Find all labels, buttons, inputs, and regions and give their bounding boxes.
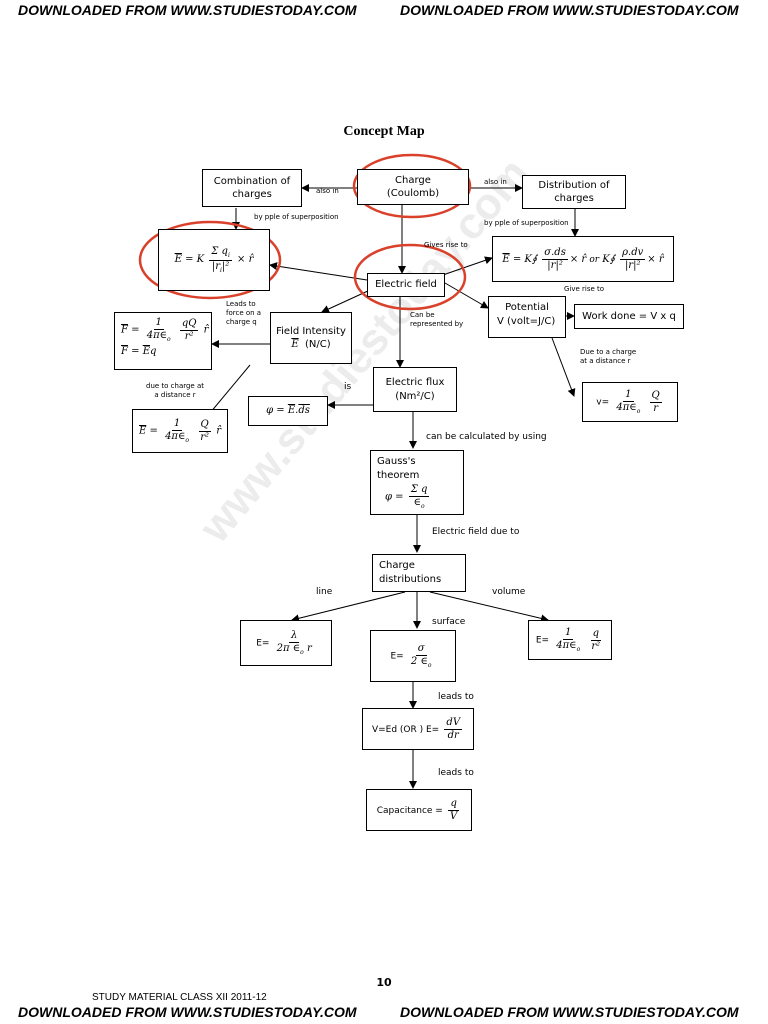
line-field-prefix: E= bbox=[256, 638, 270, 649]
edge-label-volume: volume bbox=[492, 587, 526, 597]
node-field-intensity-label: Field Intensity bbox=[276, 325, 346, 337]
edge-field-to-integral bbox=[439, 256, 493, 277]
edge-label-leads-to-1: leads to bbox=[438, 692, 474, 702]
node-electric-flux-unit: (Nm²/C) bbox=[395, 390, 435, 402]
node-gauss-theorem: Gauss's theorem φ = Σ q∈o bbox=[370, 450, 464, 515]
node-phi-formula: φ = E.ds bbox=[248, 396, 328, 426]
surface-field-prefix: E= bbox=[390, 651, 404, 662]
node-potential-label: Potential bbox=[505, 302, 549, 313]
superposition-formula: E = K Σ qi|ri|² × r̂ bbox=[174, 246, 254, 274]
node-work-done: Work done = V x q bbox=[574, 304, 684, 329]
node-electric-field-label: Electric field bbox=[375, 279, 437, 291]
edge-label-leads-to-force: Leads to force on a charge q bbox=[226, 300, 262, 326]
header-right-text: DOWNLOADED FROM WWW.STUDIESTODAY.COM bbox=[400, 2, 739, 18]
node-charge-unit: (Coulomb) bbox=[386, 188, 440, 199]
highlight-ellipse-electric-field bbox=[353, 243, 467, 311]
edge-label-due-to-charge-right: Due to a charge at a distance r bbox=[580, 348, 637, 365]
capacitance-prefix: Capacitance = bbox=[376, 805, 443, 816]
edge-potential-v bbox=[551, 337, 576, 397]
header-left-text: DOWNLOADED FROM WWW.STUDIESTODAY.COM bbox=[18, 2, 357, 18]
page-title: Concept Map bbox=[343, 124, 425, 139]
edge-label-is: is bbox=[344, 382, 352, 392]
edge-field-potential bbox=[444, 282, 489, 309]
edge-label-also-in-right: also in bbox=[484, 178, 507, 186]
phi-formula: φ = E.ds bbox=[266, 405, 310, 417]
node-distribution-of-charges: Distribution of charges bbox=[522, 175, 626, 209]
edge-label-electric-field-due-to: Electric field due to bbox=[432, 527, 520, 537]
node-combination-label: Combination of charges bbox=[213, 175, 291, 201]
force-eq-formula: F = Eq bbox=[121, 346, 157, 358]
node-work-done-label: Work done = V x q bbox=[582, 310, 676, 322]
node-distribution-integral: E = K∮ σ.ds|r|²× r̂ or K∮ ρ.dv|r|²× r̂ bbox=[492, 236, 674, 282]
edge-distributions-line bbox=[291, 591, 406, 623]
volume-field-prefix: E= bbox=[535, 635, 550, 646]
potential-formula-prefix: v= bbox=[596, 397, 610, 408]
node-electric-field: Electric field bbox=[367, 273, 445, 297]
v-ed-prefix: V=Ed (OR ) E= bbox=[371, 724, 440, 735]
page-number: 10 bbox=[376, 976, 392, 989]
distribution-integral-formula: E = K∮ σ.ds|r|²× r̂ or K∮ ρ.dv|r|²× r̂ bbox=[502, 246, 664, 271]
node-field-intensity: Field Intensity E (N/C) bbox=[270, 312, 352, 364]
node-charge-distributions-label: Charge distributions bbox=[379, 560, 442, 585]
edge-field-to-superposition bbox=[269, 262, 368, 281]
edge-label-can-be-calculated: can be calculated by using bbox=[426, 432, 547, 442]
edge-label-leads-to-2: leads to bbox=[438, 768, 474, 778]
highlight-ellipse-superposition bbox=[138, 220, 282, 300]
edge-label-can-be-represented: Can be represented by bbox=[410, 311, 464, 328]
node-charge-label: Charge bbox=[395, 174, 431, 186]
study-material-label: STUDY MATERIAL CLASS XII 2011-12 bbox=[92, 992, 267, 1003]
node-potential: Potential V (volt=J/C) bbox=[488, 296, 566, 338]
edge-label-line: line bbox=[316, 587, 333, 597]
edge-label-gives-rise-to: Gives rise to bbox=[424, 241, 468, 249]
node-charge-distributions: Charge distributions bbox=[372, 554, 466, 592]
node-charge: Charge (Coulomb) bbox=[357, 169, 469, 205]
highlight-ellipse-charge bbox=[352, 153, 472, 219]
footer-left-text: DOWNLOADED FROM WWW.STUDIESTODAY.COM bbox=[18, 1004, 357, 1020]
node-electric-flux: Electric flux (Nm²/C) bbox=[373, 367, 457, 412]
edge-distributions-volume bbox=[429, 591, 549, 623]
node-combination-of-charges: Combination of charges bbox=[202, 169, 302, 207]
node-field-intensity-unit: (N/C) bbox=[305, 339, 331, 350]
node-distribution-label: Distribution of charges bbox=[538, 179, 610, 205]
gauss-formula: φ = Σ q∈o bbox=[385, 484, 430, 510]
node-potential-unit: V (volt=J/C) bbox=[497, 315, 556, 327]
edge-label-superposition-right: by pple of superposition bbox=[484, 219, 569, 227]
edge-label-due-to-charge-left: due to charge at a distance r bbox=[146, 382, 205, 399]
node-electric-flux-label: Electric flux bbox=[385, 377, 445, 388]
edge-label-surface: surface bbox=[432, 617, 466, 627]
edge-label-give-rise-to: Give rise to bbox=[564, 285, 605, 293]
edge-label-also-in-left: also in bbox=[316, 187, 339, 195]
node-gauss-label: Gauss's theorem bbox=[377, 456, 420, 481]
node-superposition-formula: E = K Σ qi|ri|² × r̂ bbox=[158, 229, 270, 291]
edge-label-superposition-left: by pple of superposition bbox=[254, 213, 339, 221]
footer-right-text: DOWNLOADED FROM WWW.STUDIESTODAY.COM bbox=[400, 1004, 739, 1020]
